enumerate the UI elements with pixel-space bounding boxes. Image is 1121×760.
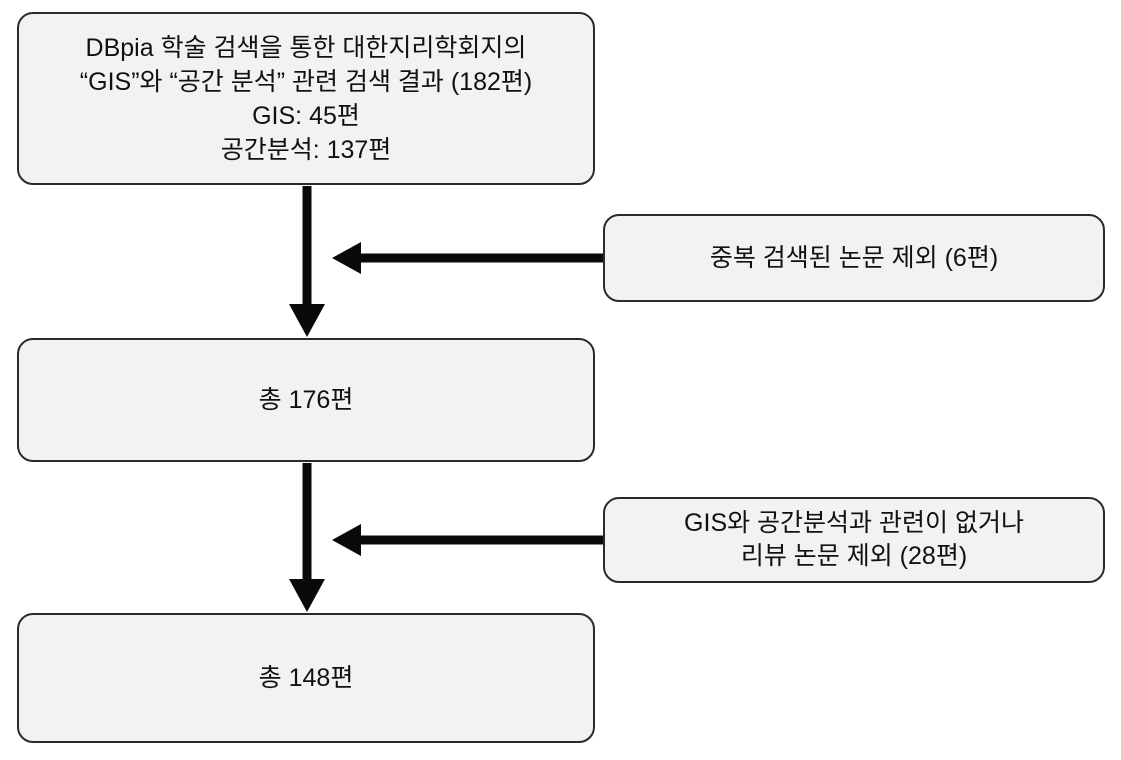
exclusion-irrelevant-line-1: GIS와 공간분석과 관련이 없거나 <box>684 509 1024 537</box>
exclusion-duplicates-label: 중복 검색된 논문 제외 (6편) <box>709 244 999 272</box>
box-exclusion-duplicates: 중복 검색된 논문 제외 (6편) <box>603 214 1105 302</box>
search-results-line-2: “GIS”와 “공간 분석” 관련 검색 결과 (182편) <box>79 67 533 96</box>
arrow-left-2-icon <box>332 524 603 556</box>
box-exclusion-irrelevant: GIS와 공간분석과 관련이 없거나 리뷰 논문 제외 (28편) <box>603 497 1105 583</box>
arrow-left-1-icon <box>332 242 603 274</box>
search-results-line-3: GIS: 45편 <box>252 101 360 130</box>
search-results-line-4: 공간분석: 137편 <box>220 135 392 164</box>
exclusion-irrelevant-line-2: 리뷰 논문 제외 (28편) <box>740 542 968 570</box>
box-search-results: DBpia 학술 검색을 통한 대한지리학회지의 “GIS”와 “공간 분석” … <box>17 12 595 185</box>
total-176-label: 총 176편 <box>258 386 354 414</box>
box-total-176: 총 176편 <box>17 338 595 462</box>
arrow-down-1-icon <box>289 186 325 337</box>
total-148-label: 총 148편 <box>258 664 354 692</box>
search-results-line-1: DBpia 학술 검색을 통한 대한지리학회지의 <box>85 33 527 62</box>
box-total-148: 총 148편 <box>17 613 595 743</box>
arrow-down-2-icon <box>289 463 325 612</box>
